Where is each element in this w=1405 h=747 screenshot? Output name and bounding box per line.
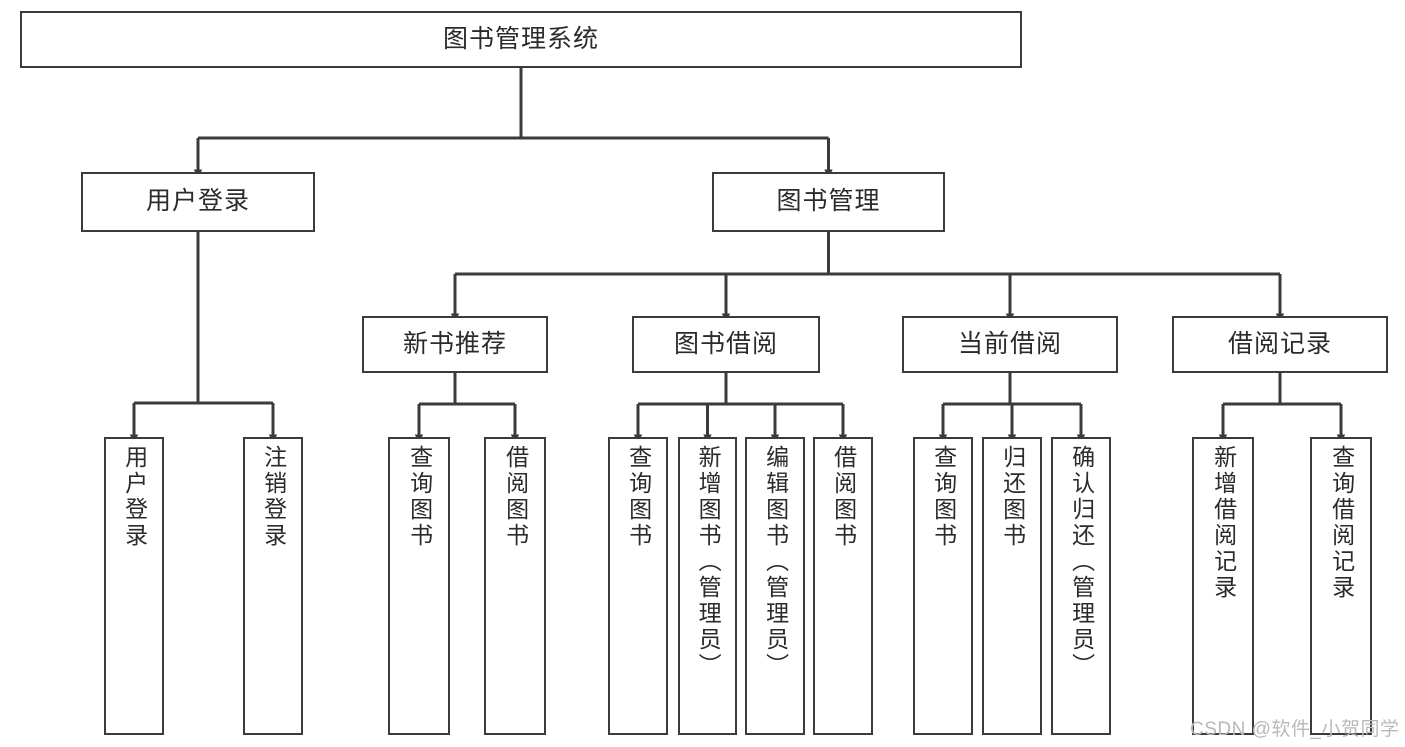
- node-label: 查询借阅记录: [1328, 445, 1355, 601]
- edge-group: [129, 68, 1346, 444]
- node-c1[interactable]: 查询图书: [913, 437, 973, 735]
- node-label: 查询图书: [930, 445, 957, 549]
- node-label: 注销登录: [260, 445, 287, 549]
- node-r2[interactable]: 查询借阅记录: [1310, 437, 1372, 735]
- node-b3[interactable]: 编辑图书（管理员）: [745, 437, 805, 735]
- watermark-label: CSDN @软件_小贺同学: [1190, 719, 1400, 740]
- node-label: 编辑图书（管理员）: [762, 445, 789, 679]
- node-l2[interactable]: 注销登录: [243, 437, 303, 735]
- node-label: 借阅图书: [502, 445, 529, 549]
- node-r1[interactable]: 新增借阅记录: [1192, 437, 1254, 735]
- node-l1[interactable]: 用户登录: [104, 437, 164, 735]
- node-c2[interactable]: 归还图书: [982, 437, 1042, 735]
- node-records[interactable]: 借阅记录: [1172, 316, 1388, 373]
- node-label: 图书借阅: [673, 329, 778, 358]
- node-b2[interactable]: 新增图书（管理员）: [678, 437, 737, 735]
- node-label: 查询图书: [406, 445, 433, 549]
- node-c3[interactable]: 确认归还（管理员）: [1051, 437, 1111, 735]
- node-b1[interactable]: 查询图书: [608, 437, 668, 735]
- node-label: 图书管理: [776, 187, 881, 216]
- node-root[interactable]: 图书管理系统: [20, 11, 1022, 68]
- node-label: 用户登录: [145, 187, 250, 216]
- node-label: 确认归还（管理员）: [1068, 445, 1095, 679]
- node-label: 当前借阅: [957, 329, 1062, 358]
- node-label: 归还图书: [999, 445, 1026, 549]
- node-borrow[interactable]: 图书借阅: [632, 316, 820, 373]
- node-b4[interactable]: 借阅图书: [813, 437, 873, 735]
- node-label: 新书推荐: [402, 329, 507, 358]
- node-n2[interactable]: 借阅图书: [484, 437, 546, 735]
- node-label: 借阅记录: [1227, 329, 1332, 358]
- node-label: 借阅图书: [830, 445, 857, 549]
- node-newbook[interactable]: 新书推荐: [362, 316, 548, 373]
- node-label: 用户登录: [121, 445, 148, 549]
- node-n1[interactable]: 查询图书: [388, 437, 450, 735]
- node-current[interactable]: 当前借阅: [902, 316, 1118, 373]
- node-label: 新增借阅记录: [1210, 445, 1237, 601]
- node-login[interactable]: 用户登录: [81, 172, 315, 232]
- node-label: 新增图书（管理员）: [695, 445, 722, 679]
- node-bookmgmt[interactable]: 图书管理: [712, 172, 945, 232]
- node-label: 查询图书: [625, 445, 652, 549]
- node-label: 图书管理系统: [442, 24, 599, 53]
